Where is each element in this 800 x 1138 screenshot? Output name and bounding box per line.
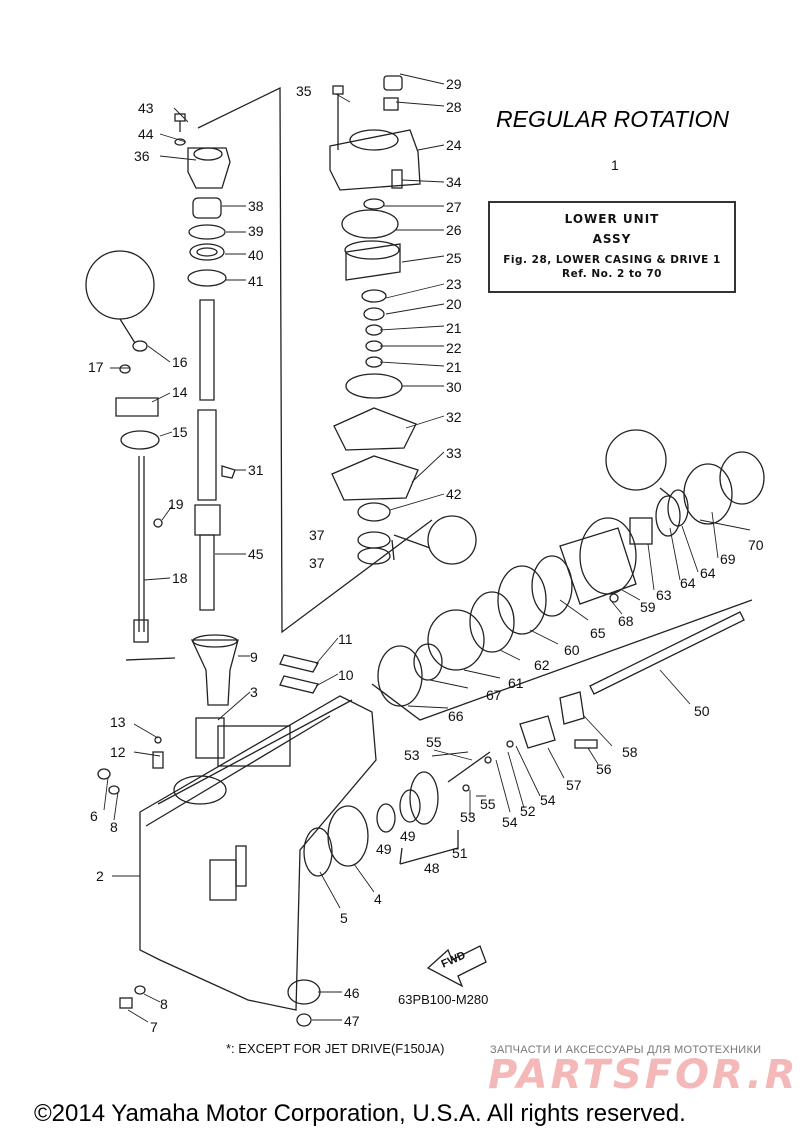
callout-number: 46 bbox=[344, 985, 360, 1001]
callout-number: 18 bbox=[172, 570, 188, 586]
callout-number: 6 bbox=[90, 808, 98, 824]
callout-number: 32 bbox=[446, 409, 462, 425]
callout-number: 49 bbox=[376, 841, 392, 857]
callout-number: 22 bbox=[446, 340, 462, 356]
callout-number: 58 bbox=[622, 744, 638, 760]
callout-number: 24 bbox=[446, 137, 462, 153]
callout-number: 23 bbox=[446, 276, 462, 292]
callout-number: 40 bbox=[248, 247, 264, 263]
callout-number: 45 bbox=[248, 546, 264, 562]
callout-number: 37 bbox=[309, 527, 325, 543]
callout-number: 64 bbox=[680, 575, 696, 591]
callout-number: 15 bbox=[172, 424, 188, 440]
callout-number: 50 bbox=[694, 703, 710, 719]
callout-number: 20 bbox=[446, 296, 462, 312]
callout-number: 70 bbox=[748, 537, 764, 553]
callout-number: 69 bbox=[720, 551, 736, 567]
callout-number: 47 bbox=[344, 1013, 360, 1029]
callout-number: 54 bbox=[540, 792, 556, 808]
callout-number: 38 bbox=[248, 198, 264, 214]
callout-ref-box: 1 bbox=[611, 157, 619, 173]
callout-number: 17 bbox=[88, 359, 104, 375]
callout-number: 53 bbox=[460, 809, 476, 825]
callout-number: 68 bbox=[618, 613, 634, 629]
callout-number: 13 bbox=[110, 714, 126, 730]
callout-number: 56 bbox=[596, 761, 612, 777]
callout-number: 27 bbox=[446, 199, 462, 215]
copyright: ©2014 Yamaha Motor Corporation, U.S.A. A… bbox=[34, 1100, 686, 1127]
callout-number: 5 bbox=[340, 910, 348, 926]
callout-number: 55 bbox=[480, 796, 496, 812]
footnote: *: EXCEPT FOR JET DRIVE(F150JA) bbox=[226, 1041, 445, 1056]
watermark-brand: PARTSFOR.RU bbox=[488, 1052, 800, 1098]
callout-number: 33 bbox=[446, 445, 462, 461]
callout-number: 61 bbox=[508, 675, 524, 691]
callout-number: 21 bbox=[446, 320, 462, 336]
reference-box: LOWER UNIT ASSY Fig. 28, LOWER CASING & … bbox=[488, 201, 736, 293]
callout-number: 34 bbox=[446, 174, 462, 190]
callout-number: 53 bbox=[404, 747, 420, 763]
callout-number: 19 bbox=[168, 496, 184, 512]
callout-number: 44 bbox=[138, 126, 154, 142]
callout-number: 2 bbox=[96, 868, 104, 884]
callout-number: 59 bbox=[640, 599, 656, 615]
callout-number: 25 bbox=[446, 250, 462, 266]
callout-number: 43 bbox=[138, 100, 154, 116]
callout-number: 49 bbox=[400, 828, 416, 844]
callout-number: 55 bbox=[426, 734, 442, 750]
callout-number: 64 bbox=[700, 565, 716, 581]
callout-number: 65 bbox=[590, 625, 606, 641]
callout-number: 21 bbox=[446, 359, 462, 375]
callout-number: 10 bbox=[338, 667, 354, 683]
callout-number: 8 bbox=[160, 996, 168, 1012]
callout-number: 3 bbox=[250, 684, 258, 700]
callout-number: 16 bbox=[172, 354, 188, 370]
callout-number: 41 bbox=[248, 273, 264, 289]
callout-number: 11 bbox=[338, 631, 353, 647]
callout-number: 36 bbox=[134, 148, 150, 164]
callout-number: 60 bbox=[564, 642, 580, 658]
diagram-title: REGULAR ROTATION bbox=[496, 106, 729, 132]
callout-number: 12 bbox=[110, 744, 126, 760]
ref-box-line4: Ref. No. 2 to 70 bbox=[562, 268, 662, 280]
callout-number: 67 bbox=[486, 687, 502, 703]
callout-number: 39 bbox=[248, 223, 264, 239]
callout-number: 7 bbox=[150, 1019, 158, 1035]
callout-number: 9 bbox=[250, 649, 258, 665]
callout-number: 42 bbox=[446, 486, 462, 502]
callout-number: 28 bbox=[446, 99, 462, 115]
callout-number: 62 bbox=[534, 657, 550, 673]
drawing-code: 63PB100-M280 bbox=[398, 992, 489, 1007]
callout-number: 29 bbox=[446, 76, 462, 92]
watermark-caption: ЗАПЧАСТИ И АКСЕССУАРЫ ДЛЯ МОТОТЕХНИКИ bbox=[490, 1044, 762, 1056]
ref-box-line3: Fig. 28, LOWER CASING & DRIVE 1 bbox=[503, 254, 721, 266]
callout-number: 8 bbox=[110, 819, 118, 835]
callout-number: 14 bbox=[172, 384, 188, 400]
ref-box-line1: LOWER UNIT bbox=[564, 212, 660, 226]
callout-number: 31 bbox=[248, 462, 264, 478]
callout-number: 48 bbox=[424, 860, 440, 876]
callout-number: 4 bbox=[374, 891, 382, 907]
callout-number: 37 bbox=[309, 555, 325, 571]
callout-number: 57 bbox=[566, 777, 582, 793]
callout-number: 54 bbox=[502, 814, 518, 830]
callout-number: 30 bbox=[446, 379, 462, 395]
callout-number: 51 bbox=[452, 845, 468, 861]
callout-number: 63 bbox=[656, 587, 672, 603]
ref-box-line2: ASSY bbox=[592, 232, 632, 246]
callout-number: 35 bbox=[296, 83, 312, 99]
callout-number: 26 bbox=[446, 222, 462, 238]
callout-number: 66 bbox=[448, 708, 464, 724]
callout-number: 52 bbox=[520, 803, 536, 819]
